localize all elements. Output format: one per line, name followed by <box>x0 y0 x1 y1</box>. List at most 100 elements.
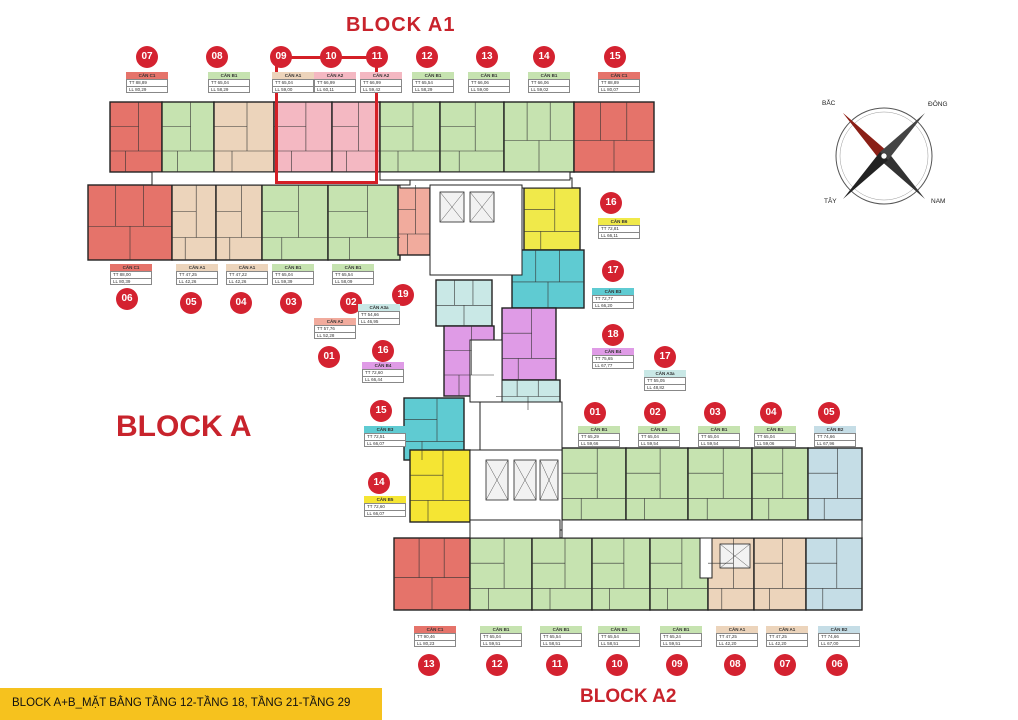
unit-area-tt: TT 72,51 <box>364 433 406 441</box>
unit-number-badge: 06 <box>826 654 848 676</box>
unit-area-tt: TT 65,04 <box>272 271 314 279</box>
unit-13 <box>439 101 505 173</box>
unit-number-badge: 16 <box>600 192 622 214</box>
unit-area-ll: LL 66,07 <box>364 440 406 447</box>
unit-02 <box>625 447 689 521</box>
unit-type-label: CĂN B1 <box>412 72 454 79</box>
unit-number-badge: 15 <box>370 400 392 422</box>
unit-type-label: CĂN B1 <box>468 72 510 79</box>
unit-area-tt: TT 65,04 <box>638 433 680 441</box>
title-block-a2: BLOCK A2 <box>580 686 677 707</box>
unit-type-label: CĂN A2 <box>360 72 402 79</box>
unit-area-ll: LL 59,42 <box>360 86 402 93</box>
compass-south: NAM <box>931 198 946 205</box>
unit-area-ll: LL 48,82 <box>644 384 686 391</box>
unit-type-label: CĂN B1 <box>638 426 680 433</box>
unit-number-badge: 02 <box>340 292 362 314</box>
unit-area-tt: TT 54,66 <box>358 311 400 319</box>
unit-number-badge: 14 <box>533 46 555 68</box>
unit-area-tt: TT 74,66 <box>814 433 856 441</box>
unit-type-label: CĂN B1 <box>480 626 522 633</box>
compass-north: BẮC <box>822 100 836 107</box>
unit-area-tt: TT 55,05 <box>644 377 686 385</box>
unit-area-tt: TT 90,46 <box>414 633 456 641</box>
unit-area-tt: TT 72,77 <box>592 295 634 303</box>
unit-area-ll: LL 59,54 <box>638 440 680 447</box>
unit-11 <box>531 537 593 611</box>
unit-number-badge: 11 <box>366 46 388 68</box>
unit-area-ll: LL 59,06 <box>754 440 796 447</box>
elevator-cross <box>539 459 559 501</box>
unit-14 <box>409 449 471 523</box>
footer-text: BLOCK A+B_MẶT BẰNG TẦNG 12-TẦNG 18, TẦNG… <box>12 697 351 709</box>
unit-area-ll: LL 58,29 <box>208 86 250 93</box>
unit-area-tt: TT 65,54 <box>332 271 374 279</box>
unit-area-tt: TT 65,04 <box>698 433 740 441</box>
unit-05 <box>807 447 863 521</box>
unit-area-ll: LL 52,28 <box>314 332 356 339</box>
unit-area-ll: LL 59,00 <box>272 86 314 93</box>
unit-type-label: CĂN B1 <box>578 426 620 433</box>
unit-area-tt: TT 65,29 <box>578 433 620 441</box>
unit-type-label: CĂN B1 <box>598 626 640 633</box>
unit-area-ll: LL 80,23 <box>414 640 456 647</box>
elevator-cross <box>485 459 509 501</box>
unit-area-tt: TT 72,60 <box>364 503 406 511</box>
unit-number-badge: 01 <box>584 402 606 424</box>
unit-08 <box>161 101 215 173</box>
unit-area-ll: LL 60,11 <box>314 86 356 93</box>
unit-type-label: CĂN B6 <box>598 218 640 225</box>
unit-type-label: CĂN C1 <box>110 264 152 271</box>
footer-banner: BLOCK A+B_MẶT BẰNG TẦNG 12-TẦNG 18, TẦNG… <box>0 688 382 720</box>
unit-area-tt: TT 65,04 <box>272 79 314 87</box>
title-block-a: BLOCK A <box>116 410 252 443</box>
unit-05 <box>171 184 217 261</box>
unit-area-tt: TT 65,54 <box>412 79 454 87</box>
unit-area-tt: TT 47,25 <box>766 633 808 641</box>
unit-number-badge: 19 <box>392 284 414 306</box>
unit-area-ll: LL 80,07 <box>598 86 640 93</box>
title-block-a1: BLOCK A1 <box>346 14 456 36</box>
unit-number-badge: 04 <box>760 402 782 424</box>
unit-type-label: CĂN B2 <box>818 626 860 633</box>
unit-type-label: CĂN B1 <box>332 264 374 271</box>
unit-number-badge: 14 <box>368 472 390 494</box>
unit-type-label: CĂN A3a <box>358 304 400 311</box>
unit-area-ll: LL 59,51 <box>480 640 522 647</box>
unit-area-tt: TT 66,99 <box>314 79 356 87</box>
unit-area-ll: LL 66,20 <box>592 302 634 309</box>
unit-type-label: CĂN A1 <box>272 72 314 79</box>
unit-area-tt: TT 72,60 <box>362 369 404 377</box>
unit-number-badge: 05 <box>818 402 840 424</box>
unit-number-badge: 18 <box>602 324 624 346</box>
corridor <box>699 537 713 579</box>
unit-18 <box>501 307 557 381</box>
unit-area-tt: TT 47,22 <box>226 271 268 279</box>
unit-number-badge: 17 <box>602 260 624 282</box>
corridor <box>561 519 863 539</box>
unit-type-label: CĂN B4 <box>592 348 634 355</box>
unit-10 <box>591 537 651 611</box>
unit-type-label: CĂN B4 <box>362 362 404 369</box>
unit-number-badge: 11 <box>546 654 568 676</box>
unit-type-label: CĂN B1 <box>272 264 314 271</box>
unit-04 <box>215 184 263 261</box>
unit-area-tt: TT 47,25 <box>176 271 218 279</box>
unit-area-ll: LL 66,44 <box>362 376 404 383</box>
unit-02 <box>327 184 401 261</box>
